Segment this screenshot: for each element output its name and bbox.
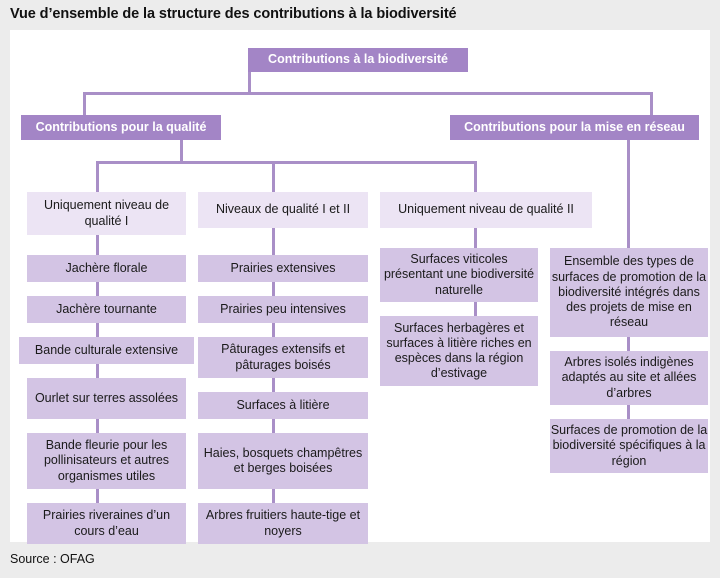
node-root-label: Contributions à la biodiversité <box>268 52 448 67</box>
connector-col3-chain-1 <box>474 228 477 248</box>
column-header-uniquement-qualite-1[interactable]: Uniquement niveau de qualité I <box>27 192 186 235</box>
item-col3-1-label: Surfaces herbagères et surfaces à litièr… <box>386 320 532 381</box>
item-col2-3-label: Surfaces à litière <box>236 397 330 412</box>
connector-root-stem <box>248 72 251 92</box>
item-col2-5-label: Arbres fruitiers haute-tige et noyers <box>205 508 361 538</box>
connector-col2-chain-2 <box>272 282 275 296</box>
item-col1-4-label: Bande fleurie pour les pollinisateurs et… <box>43 438 170 483</box>
item-col2-0-label: Prairies extensives <box>230 260 336 275</box>
connector-col2-chain-4 <box>272 378 275 392</box>
item-col2-2-label: Pâturages extensifs et pâturages boisés <box>221 342 345 372</box>
node-contributions-reseau[interactable]: Contributions pour la mise en réseau <box>450 115 699 140</box>
connector-col4-chain-2 <box>627 405 630 419</box>
item-col1-0-label: Jachère florale <box>65 260 148 275</box>
connector-col1-chain-6 <box>96 489 99 503</box>
node-contributions-reseau-label: Contributions pour la mise en réseau <box>464 119 685 134</box>
node-root[interactable]: Contributions à la biodiversité <box>248 48 468 72</box>
connector-col2-chain-3 <box>272 323 275 337</box>
item-col2-0[interactable]: Prairies extensives <box>198 255 368 282</box>
item-col3-1[interactable]: Surfaces herbagères et surfaces à litièr… <box>380 316 538 386</box>
page-title: Vue d’ensemble de la structure des contr… <box>10 6 457 22</box>
item-col2-1-label: Prairies peu intensives <box>220 301 346 316</box>
item-col1-4[interactable]: Bande fleurie pour les pollinisateurs et… <box>27 433 186 489</box>
connector-col1-chain-2 <box>96 282 99 296</box>
column-header-uniquement-qualite-2[interactable]: Uniquement niveau de qualité II <box>380 192 592 228</box>
item-col2-2[interactable]: Pâturages extensifs et pâturages boisés <box>198 337 368 378</box>
item-col3-0-label: Surfaces viticoles présentant une biodiv… <box>383 252 535 297</box>
item-col2-3[interactable]: Surfaces à litière <box>198 392 368 419</box>
item-col1-3-label: Ourlet sur terres assolées <box>34 390 179 405</box>
node-contributions-qualite[interactable]: Contributions pour la qualité <box>21 115 221 140</box>
connector-col3-chain-2 <box>474 302 477 316</box>
connector-col4-chain-1 <box>627 337 630 351</box>
item-col1-3[interactable]: Ourlet sur terres assolées <box>27 378 186 419</box>
item-col2-4-label: Haies, bosquets champêtres et berges boi… <box>203 445 363 475</box>
connector-col2-chain-6 <box>272 489 275 503</box>
connector-network-stem <box>627 132 630 248</box>
item-col1-5-label: Prairies riveraines d’un cours d’eau <box>42 508 171 538</box>
column-header-uniquement-qualite-2-label: Uniquement niveau de qualité II <box>398 202 574 217</box>
diagram-canvas: Contributions à la biodiversité Contribu… <box>10 30 710 544</box>
item-col1-1-label: Jachère tournante <box>56 301 157 316</box>
column-header-niveaux-1-et-2[interactable]: Niveaux de qualité I et II <box>198 192 368 228</box>
item-col1-0[interactable]: Jachère florale <box>27 255 186 282</box>
item-col2-1[interactable]: Prairies peu intensives <box>198 296 368 323</box>
item-col1-1[interactable]: Jachère tournante <box>27 296 186 323</box>
item-col1-2[interactable]: Bande culturale extensive <box>19 337 194 364</box>
connector-col1-drop <box>96 161 99 192</box>
connector-level2-right-drop <box>650 92 653 115</box>
column-header-niveaux-1-et-2-label: Niveaux de qualité I et II <box>215 202 351 217</box>
item-col4-0[interactable]: Ensemble des types de surfaces de promot… <box>550 248 708 337</box>
connector-columns-bus <box>96 161 477 164</box>
connector-col2-chain-1 <box>272 228 275 255</box>
column-header-uniquement-qualite-1-label: Uniquement niveau de qualité I <box>43 198 170 228</box>
connector-col1-chain-1 <box>96 235 99 255</box>
connector-col2-chain-5 <box>272 419 275 433</box>
item-col1-2-label: Bande culturale extensive <box>34 342 179 357</box>
item-col2-5[interactable]: Arbres fruitiers haute-tige et noyers <box>198 503 368 544</box>
source-note: Source : OFAG <box>10 552 95 566</box>
node-contributions-qualite-label: Contributions pour la qualité <box>35 119 207 134</box>
connector-level2-left-drop <box>83 92 86 115</box>
item-col1-5[interactable]: Prairies riveraines d’un cours d’eau <box>27 503 186 544</box>
item-col4-1[interactable]: Arbres isolés indigènes adaptés au site … <box>550 351 708 405</box>
item-col2-4[interactable]: Haies, bosquets champêtres et berges boi… <box>198 433 368 489</box>
item-col4-0-label: Ensemble des types de surfaces de promot… <box>551 254 707 330</box>
connector-level2-bus <box>83 92 653 95</box>
connector-col1-chain-3 <box>96 323 99 337</box>
item-col3-0[interactable]: Surfaces viticoles présentant une biodiv… <box>380 248 538 302</box>
connector-col2-drop <box>272 161 275 192</box>
item-col4-2-label: Surfaces de promotion de la biodiversité… <box>550 423 708 468</box>
connector-col1-chain-5 <box>96 419 99 433</box>
connector-col3-drop <box>474 161 477 192</box>
item-col4-2[interactable]: Surfaces de promotion de la biodiversité… <box>550 419 708 473</box>
connector-quality-stem <box>180 132 183 161</box>
item-col4-1-label: Arbres isolés indigènes adaptés au site … <box>561 355 697 400</box>
connector-col1-chain-4 <box>96 364 99 378</box>
